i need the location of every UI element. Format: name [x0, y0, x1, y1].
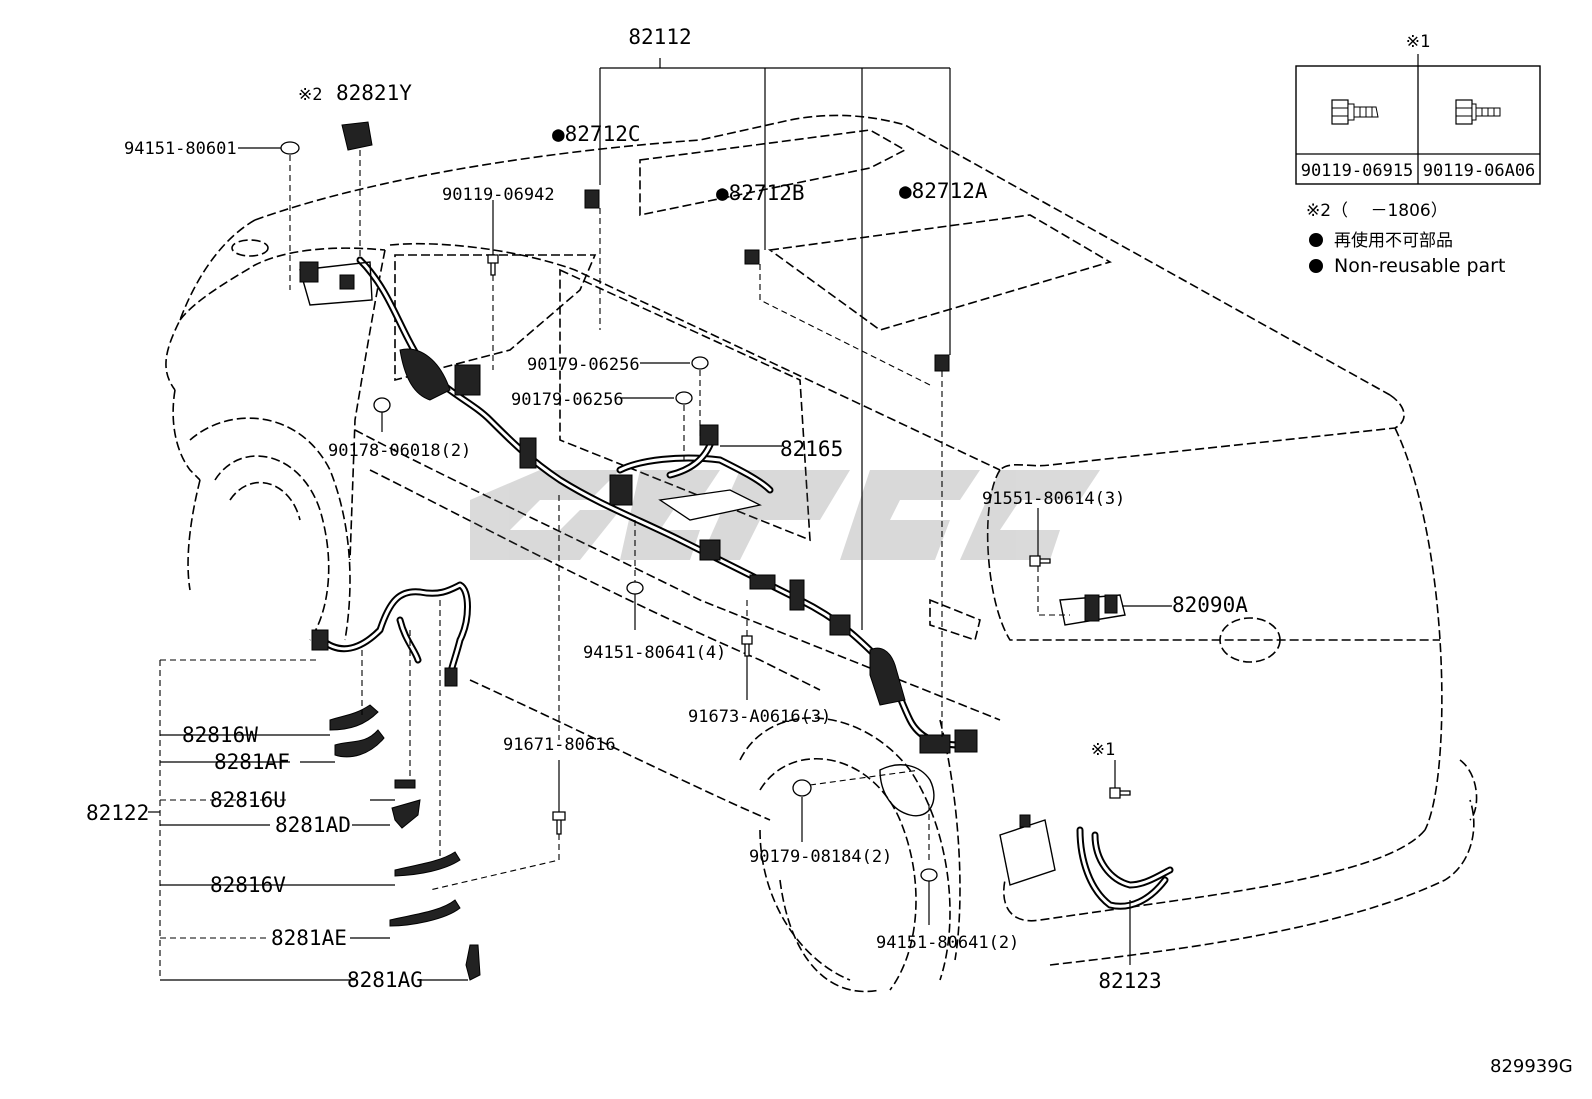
label-91671-80616: 91671-80616 — [503, 735, 616, 755]
label-8281AG: 8281AG — [347, 968, 423, 992]
label-94151-80641-4: 94151-80641(4) — [583, 643, 726, 663]
label-82816U: 82816U — [210, 788, 286, 812]
note-en: Non-reusable part — [1334, 255, 1505, 277]
flange-bolt-icon — [1331, 99, 1379, 125]
legend-table: ※1 90119-06915 90119-06A06 — [1295, 32, 1541, 185]
leader-lines — [148, 58, 1172, 981]
vehicle-outline — [165, 114, 1478, 993]
label-8281AE: 8281AE — [271, 926, 347, 950]
label-82122: 82122 — [86, 801, 149, 825]
legend-cell-1: 90119-06915 — [1301, 161, 1414, 181]
main-wire-harness — [299, 256, 978, 817]
label-82816W: 82816W — [182, 723, 258, 747]
sub-harness-82122 — [311, 581, 471, 687]
bullet-icon — [1309, 233, 1323, 247]
label-82090A: 82090A — [1172, 593, 1248, 617]
notes: ※2（ －1806） 再使用不可部品 Non-reusable part — [1306, 201, 1505, 277]
label-82816V: 82816V — [210, 873, 286, 897]
note-range: ※2（ －1806） — [1306, 201, 1448, 221]
label-82821Y-mark: ※2 — [298, 85, 322, 105]
label-82123: 82123 — [1098, 969, 1161, 993]
label-90179-06256-b: 90179-06256 — [511, 390, 624, 410]
label-94151-80601: 94151-80601 — [124, 139, 237, 159]
figure-code: 829939G — [1490, 1056, 1573, 1077]
label-90179-06256-a: 90179-06256 — [527, 355, 640, 375]
label-82712C: ●82712C — [552, 122, 641, 146]
label-90178-06018: 90178-06018(2) — [328, 441, 471, 461]
watermark — [470, 470, 1100, 560]
legend-cell-2: 90119-06A06 — [1423, 161, 1536, 181]
label-90179-08184: 90179-08184(2) — [749, 847, 892, 867]
label-90119-06942: 90119-06942 — [442, 185, 555, 205]
battery-cable-82123 — [999, 814, 1174, 910]
label-8281AD: 8281AD — [275, 813, 351, 837]
label-82112: 82112 — [628, 25, 691, 49]
part-82165 — [666, 424, 719, 479]
note-jp: 再使用不可部品 — [1334, 230, 1453, 251]
label-82712A: ●82712A — [899, 179, 988, 203]
label-8281AF: 8281AF — [214, 750, 290, 774]
hex-bolt-icon — [1455, 99, 1501, 125]
label-91673-A0616: 91673-A0616(3) — [688, 707, 831, 727]
label-82821Y: 82821Y — [336, 81, 412, 105]
fasteners — [280, 121, 1131, 882]
bullet-icon — [1309, 259, 1323, 273]
legend-header: ※1 — [1406, 32, 1430, 52]
label-91551-80614: 91551-80614(3) — [982, 489, 1125, 509]
part-labels: 82112 ※2 82821Y 94151-80601 ●82712C 9011… — [86, 25, 1248, 993]
harness-clips — [329, 704, 481, 981]
label-mark-1: ※1 — [1091, 740, 1115, 760]
label-82712B: ●82712B — [716, 181, 805, 205]
label-94151-80641-2: 94151-80641(2) — [876, 933, 1019, 953]
label-82165: 82165 — [780, 437, 843, 461]
relay-82090A — [1059, 594, 1126, 626]
